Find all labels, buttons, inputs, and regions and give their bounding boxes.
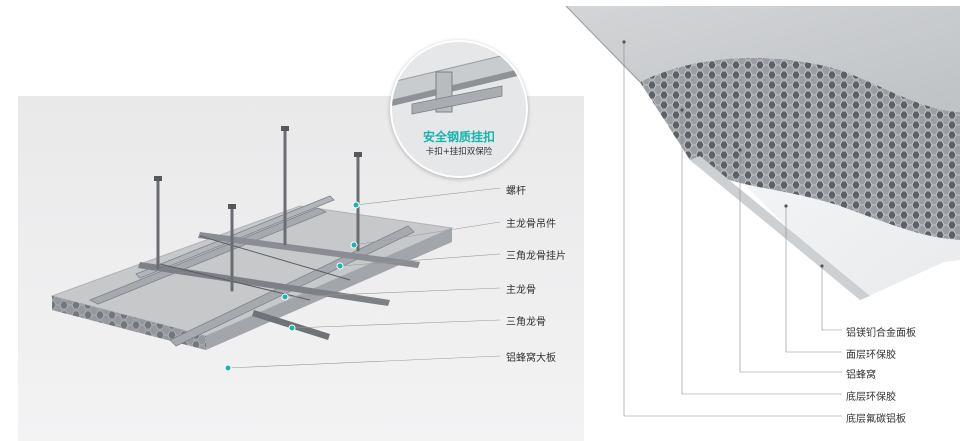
label-triangle-keel: 三角龙骨 [506,317,546,328]
clip-detail-icon [392,42,526,176]
label-main-keel: 主龙骨 [506,285,536,296]
callout-dots [224,201,360,372]
layered-panel [565,5,960,300]
ceiling-callout-lines [227,187,501,369]
label-face-panel: 铝镁钔合金面板 [846,328,916,339]
rod-nuts [154,126,362,209]
label-bottom-panel: 底层氟碳铝板 [846,414,906,425]
label-face-adhesive: 面层环保胶 [846,350,896,361]
label-honeycomb-panel: 铝蜂窝大板 [506,353,556,364]
layer-callout-dots [622,40,824,268]
label-honeycomb-core: 铝蜂窝 [846,370,876,381]
label-triangle-keel-clip: 三角龙骨挂片 [506,251,566,262]
bubble-subtitle: 卡扣+挂扣双保险 [425,147,493,157]
label-bottom-adhesive: 底层环保胶 [846,392,896,403]
bubble-title: 安全钢质挂扣 [422,130,495,144]
detail-bubble: 安全钢质挂扣 卡扣+挂扣双保险 [390,40,528,178]
screw-rods [156,128,360,292]
layer-callout-lines [623,42,842,417]
label-screw-rod: 螺杆 [506,186,526,197]
label-main-keel-hanger: 主龙骨吊件 [506,219,556,230]
